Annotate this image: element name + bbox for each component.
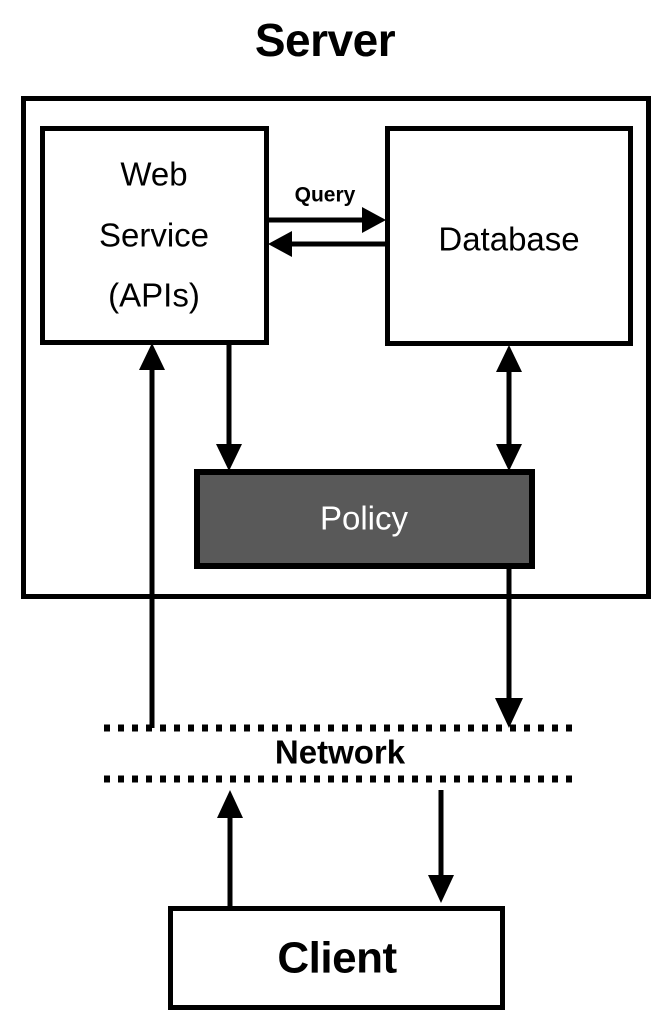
web-service-to-policy-arrow — [216, 343, 242, 471]
query-arrow-to-database — [268, 207, 386, 233]
query-label: Query — [295, 184, 356, 207]
web-service-label-line1: Web — [120, 156, 187, 193]
response-arrow-to-web-service — [268, 231, 386, 257]
arrowhead-up-database — [496, 345, 522, 372]
client-box[interactable] — [168, 906, 505, 1010]
policy-label: Policy — [320, 500, 409, 537]
arrowhead-up-network — [217, 790, 243, 818]
web-service-box[interactable] — [40, 126, 269, 345]
arrowhead-down-client — [428, 875, 454, 903]
database-label: Database — [438, 221, 579, 258]
arrowhead-right-query — [362, 207, 386, 233]
arrowhead-left-response — [268, 231, 292, 257]
arrowhead-up-web-service — [139, 343, 165, 370]
client-to-network-arrow — [217, 790, 243, 906]
policy-box[interactable] — [194, 469, 535, 569]
web-service-label-line2: Service — [99, 217, 209, 254]
database-box[interactable] — [385, 126, 633, 346]
arrowhead-down-policy-right — [496, 444, 522, 471]
database-policy-bidirectional-arrow — [496, 345, 522, 471]
web-service-label-line3: (APIs) — [108, 277, 200, 314]
network-to-client-arrow — [428, 790, 454, 903]
diagram-title: Server — [255, 14, 396, 66]
policy-to-network-arrow — [495, 566, 523, 728]
arrowhead-down-policy-left — [216, 444, 242, 471]
network-label: Network — [275, 734, 406, 771]
client-label: Client — [277, 934, 397, 983]
arrowhead-down-network — [495, 698, 523, 728]
network-to-web-service-arrow — [139, 343, 165, 728]
